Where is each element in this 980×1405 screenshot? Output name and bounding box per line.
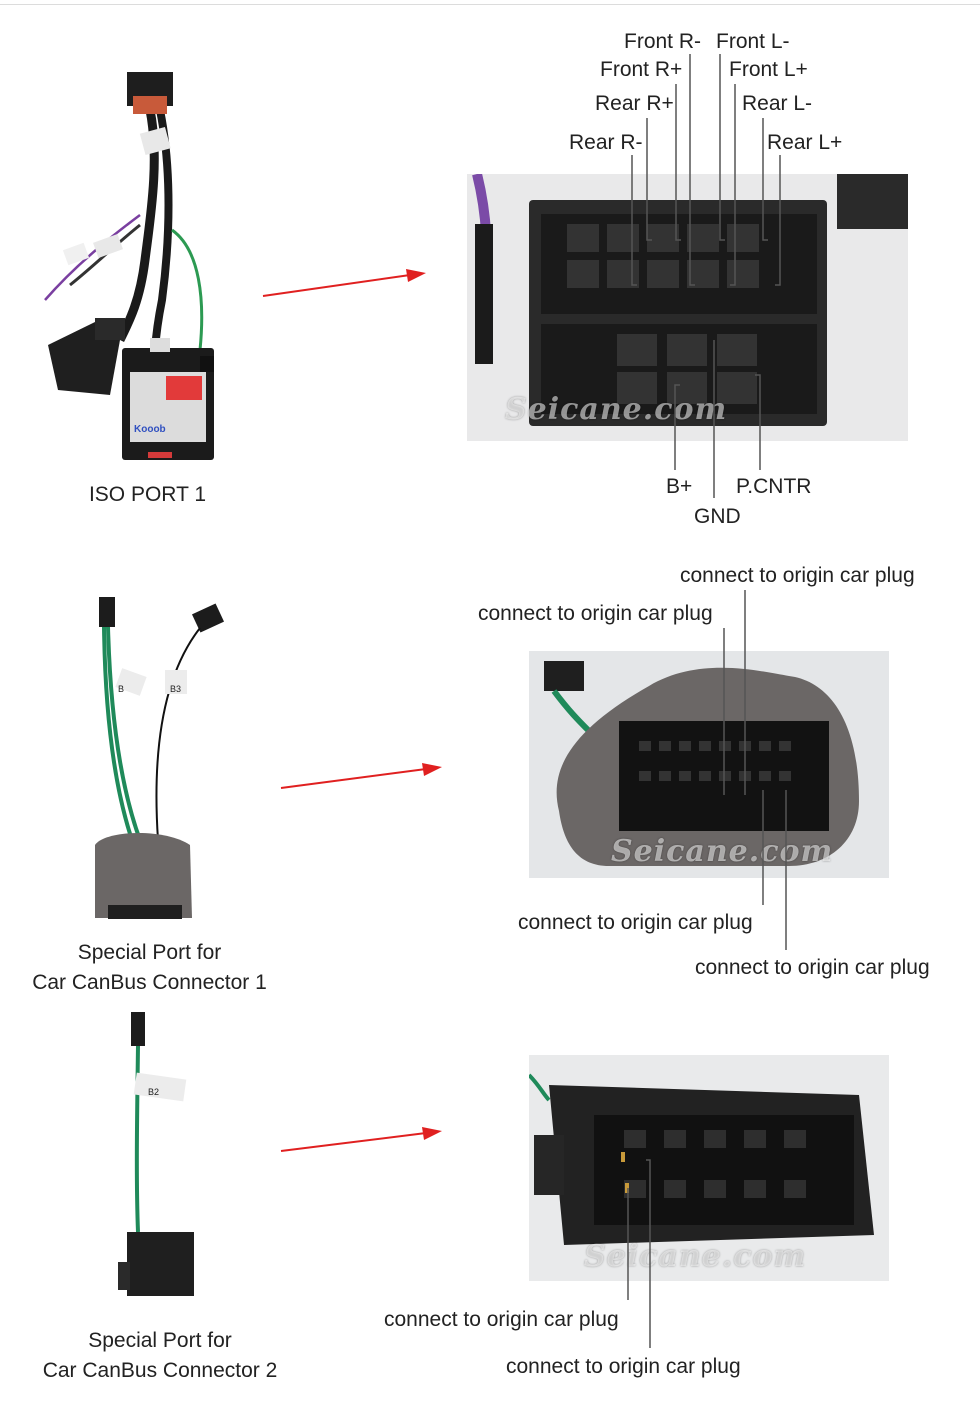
canbus-1-caption-line1: Special Port for bbox=[77, 941, 222, 964]
label-rear-l-plus: Rear L+ bbox=[767, 131, 843, 154]
canbus-2-photo: Seicane.com bbox=[529, 1055, 889, 1281]
iso-port-caption: ISO PORT 1 bbox=[88, 483, 207, 506]
label-front-l-plus: Front L+ bbox=[729, 58, 808, 81]
label-p-cntr: P.CNTR bbox=[736, 475, 812, 498]
iso-connector-photo: Seicane.com bbox=[467, 174, 908, 441]
label-front-l-minus: Front L- bbox=[716, 30, 790, 53]
label-rear-r-plus: Rear R+ bbox=[595, 92, 674, 115]
canbus-2-caption: Special Port for Car CanBus Connector 2 bbox=[25, 1326, 295, 1386]
label-canbus1-b: connect to origin car plug bbox=[478, 602, 713, 625]
canbus-2-caption-line1: Special Port for bbox=[88, 1329, 232, 1352]
iso-connector-left bbox=[48, 322, 120, 395]
label-canbus1-d: connect to origin car plug bbox=[695, 956, 930, 979]
watermark-2: Seicane.com bbox=[611, 834, 834, 869]
canbus-1-caption-line2: Car CanBus Connector 1 bbox=[32, 971, 267, 994]
label-rear-l-minus: Rear L- bbox=[742, 92, 813, 115]
watermark-1: Seicane.com bbox=[505, 392, 728, 427]
iso-plug-top bbox=[127, 72, 173, 106]
label-front-r-plus: Front R+ bbox=[600, 58, 683, 81]
foam-block-1 bbox=[95, 832, 192, 918]
label-b-plus: B+ bbox=[666, 475, 693, 498]
label-front-r-minus: Front R- bbox=[624, 30, 702, 53]
module-brand-text: Kooob bbox=[134, 424, 166, 435]
label-gnd: GND bbox=[694, 505, 741, 528]
tag-b: B bbox=[118, 684, 125, 694]
tag-b2: B2 bbox=[148, 1087, 160, 1097]
canbus-module-box bbox=[122, 348, 214, 460]
black-plug-2 bbox=[127, 1232, 194, 1296]
label-canbus2-b: connect to origin car plug bbox=[506, 1355, 741, 1378]
canbus-1-caption: Special Port for Car CanBus Connector 1 bbox=[22, 938, 277, 998]
canbus-2-caption-line2: Car CanBus Connector 2 bbox=[42, 1359, 278, 1382]
tag-b3: B3 bbox=[170, 684, 182, 694]
top-divider bbox=[0, 4, 980, 5]
label-rear-r-minus: Rear R- bbox=[569, 131, 643, 154]
canbus-1-photo: Seicane.com bbox=[529, 651, 889, 878]
label-canbus1-c: connect to origin car plug bbox=[518, 911, 753, 934]
watermark-3: Seicane.com bbox=[584, 1239, 807, 1274]
label-canbus1-a: connect to origin car plug bbox=[680, 564, 915, 587]
label-canbus2-a: connect to origin car plug bbox=[384, 1308, 619, 1331]
